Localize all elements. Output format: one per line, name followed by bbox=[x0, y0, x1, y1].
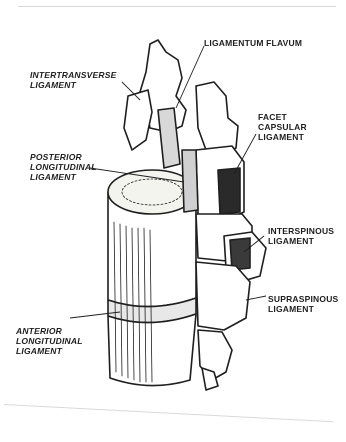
label-interspinous-ligament: INTERSPINOUS LIGAMENT bbox=[268, 226, 334, 246]
left-transverse-process bbox=[124, 90, 152, 150]
label-anterior-longitudinal-ligament: ANTERIOR LONGITUDINAL LIGAMENT bbox=[16, 326, 83, 356]
facet-capsule bbox=[218, 168, 240, 214]
label-intertransverse-ligament: INTERTRANSVERSE LIGAMENT bbox=[30, 70, 116, 90]
label-posterior-longitudinal-ligament: POSTERIOR LONGITUDINAL LIGAMENT bbox=[30, 152, 97, 182]
label-supraspinous-ligament: SUPRASPINOUS LIGAMENT bbox=[268, 294, 338, 314]
right-posterior-arch bbox=[196, 82, 238, 156]
lower-lamina bbox=[196, 262, 250, 330]
label-facet-capsular-ligament: FACET CAPSULAR LIGAMENT bbox=[258, 112, 307, 142]
label-ligamentum-flavum: LIGAMENTUM FLAVUM bbox=[204, 38, 302, 48]
posterior-ligament-strip bbox=[182, 150, 198, 212]
